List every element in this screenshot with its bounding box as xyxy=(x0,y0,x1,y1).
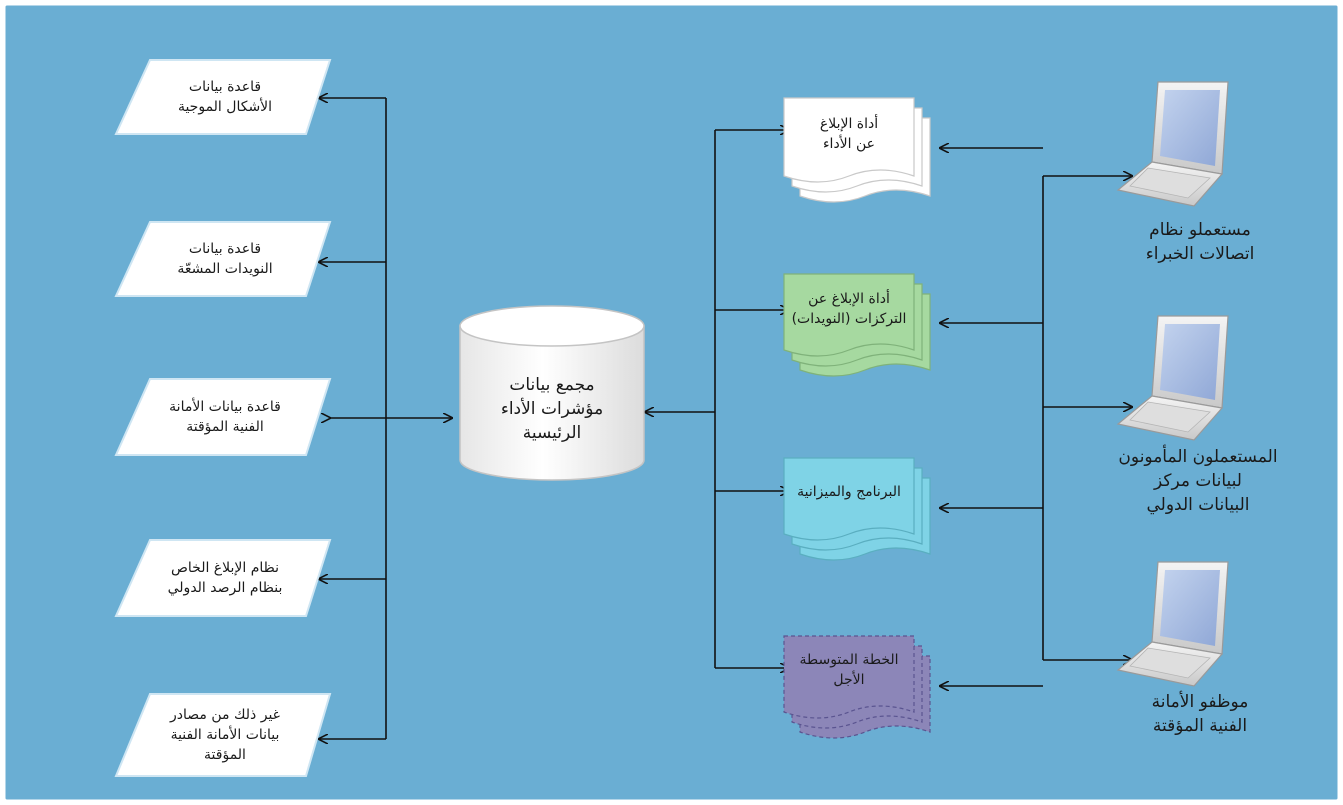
source-label-3: قاعدة بيانات الأمانة الفنية المؤقتة xyxy=(169,399,281,435)
user-label-2: المستعملون المأمونون لبيانات مركز البيان… xyxy=(1118,447,1278,515)
report-stack-3 xyxy=(783,457,931,561)
cylinder-body xyxy=(459,325,645,481)
source-database-5 xyxy=(114,693,332,777)
report-label-3: البرنامج والميزانية xyxy=(797,484,901,500)
report-stack-1 xyxy=(783,97,931,203)
central-data-store xyxy=(459,305,645,481)
report-sheet-front-3 xyxy=(783,457,915,541)
center-label: مجمع بيانات مؤشرات الأداء الرئيسية xyxy=(500,375,604,443)
source-label-2: قاعدة بيانات النويدات المشعّة xyxy=(177,241,273,277)
laptop-keyboard xyxy=(1129,401,1211,433)
report-sheet-front-4 xyxy=(783,635,915,719)
laptop-screen xyxy=(1160,324,1220,400)
source-label-5: غير ذلك من مصادر بيانات الأمانة الفنية ا… xyxy=(170,707,280,763)
laptop-screen xyxy=(1160,90,1220,166)
source-database-1 xyxy=(114,59,332,135)
source-database-3 xyxy=(114,378,332,456)
laptop-screen xyxy=(1160,570,1220,646)
source-database-2 xyxy=(114,221,332,297)
source-shape-1 xyxy=(114,59,332,135)
connector-lines xyxy=(319,98,1132,739)
user-label-1: مستعملو نظام اتصالات الخبراء xyxy=(1145,220,1255,264)
laptop-keyboard xyxy=(1129,647,1211,679)
source-shape-4 xyxy=(114,539,332,617)
source-database-4 xyxy=(114,539,332,617)
report-label-4: الخطة المتوسطة الأجل xyxy=(799,652,899,688)
report-sheet-front-2 xyxy=(783,273,915,357)
cylinder-top xyxy=(459,305,645,347)
laptop-icon xyxy=(1116,561,1229,687)
laptop-keyboard xyxy=(1129,167,1211,199)
user-label-3: موظفو الأمانة الفنية المؤقتة xyxy=(1151,692,1249,736)
report-label-2: أداة الإبلاغ عن التركزات (النويدات) xyxy=(791,291,907,327)
laptop-icon xyxy=(1116,81,1229,207)
report-label-1: أداة الإبلاغ عن الأداء xyxy=(819,116,879,152)
report-sheet-front-1 xyxy=(783,97,915,183)
source-label-1: قاعدة بيانات الأشكال الموجية xyxy=(177,79,273,115)
source-shape-2 xyxy=(114,221,332,297)
source-label-4: نظام الإبلاغ الخاص بنظام الرصد الدولي xyxy=(167,560,283,596)
report-stack-4 xyxy=(783,635,931,739)
source-shape-3 xyxy=(114,378,332,456)
source-shape-5 xyxy=(114,693,332,777)
laptop-icon xyxy=(1116,315,1229,441)
report-stack-2 xyxy=(783,273,931,377)
